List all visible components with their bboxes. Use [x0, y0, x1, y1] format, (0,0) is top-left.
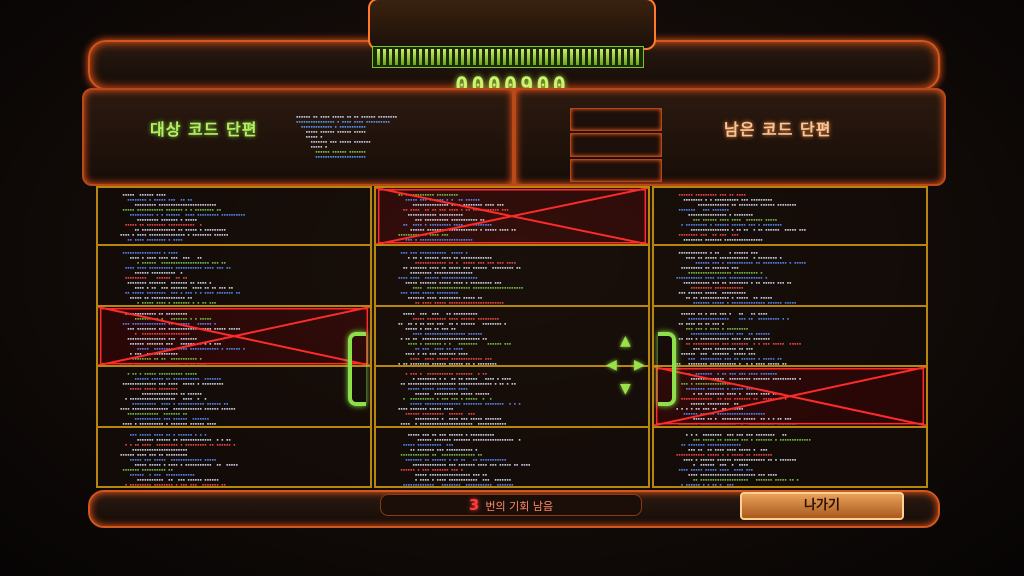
code-fragment-cell[interactable]: ▪▪▪▪▪ ▪▪▪ ▪▪ ▪▪▪ ▪▪▪▪▪▪ ▪ ▪▪▪▪▪▪▪▪▪▪ ▪▪▪…: [376, 428, 648, 488]
target-code-snippet: ▪▪▪▪▪▪ ▪▪ ▪▪▪▪ ▪▪▪▪▪ ▪▪ ▪▪ ▪▪▪▪▪▪ ▪▪▪▪▪▪…: [296, 114, 476, 159]
remaining-slot: [570, 159, 662, 182]
gauge-segment: [582, 49, 585, 65]
remaining-slot: [570, 108, 662, 131]
code-fragment-text: ▪▪▪▪▪ ▪▪▪▪▪▪ ▪▪▪▪ ▪▪▪▪▪▪▪▪ ▪ ▪▪▪▪▪ ▪▪▪ ▪…: [120, 192, 360, 246]
code-fragment-cell[interactable]: ▪ ▪ ▪ ▪▪▪▪▪▪▪▪ ▪▪▪ ▪▪▪ ▪▪▪ ▪▪▪▪▪▪▪▪ ▪▪ ▪…: [654, 428, 926, 488]
target-code-title: 대상 코드 단편: [150, 116, 257, 140]
code-fragment-cell[interactable]: ▪▪▪▪▪ ▪▪▪▪▪▪ ▪▪▪▪ ▪▪▪▪▪▪▪▪ ▪ ▪▪▪▪▪ ▪▪▪ ▪…: [98, 186, 370, 246]
gauge-segment: [588, 49, 591, 65]
gauge-segment: [515, 49, 518, 65]
code-fragment-text: ▪▪▪▪▪▪▪▪▪▪▪▪ ▪ ▪▪ ▪ ▪▪▪▪▪▪ ▪▪▪ ▪▪▪▪ ▪▪ ▪…: [676, 250, 916, 305]
gauge-segment: [491, 49, 494, 65]
gauge-segment: [612, 49, 615, 65]
code-fragment-text: ▪▪▪▪▪▪ ▪▪▪▪▪▪▪▪▪ ▪▪▪ ▪▪ ▪▪▪▪ ▪▪▪▪▪▪▪▪ ▪ …: [676, 192, 916, 246]
gauge-segment: [395, 49, 398, 65]
code-fragment-cell[interactable]: ▪▪▪ ▪▪▪▪▪ ▪▪▪▪ ▪▪ ▪ ▪▪▪▪▪▪ ▪ ▪ ▪ ▪▪▪▪▪▪▪…: [98, 428, 370, 488]
gauge-segment: [389, 49, 392, 65]
arrow-up-icon[interactable]: ▲: [620, 334, 631, 348]
arrow-right-icon[interactable]: ▶: [634, 358, 645, 372]
left-bracket: [348, 332, 366, 406]
code-fragment-cell[interactable]: ▪▪▪▪▪▪▪▪▪▪▪▪▪▪▪▪ ▪ ▪▪▪▪ ▪▪▪▪ ▪ ▪▪▪▪ ▪▪▪▪…: [98, 246, 370, 306]
top-frame-center: [368, 0, 656, 50]
gauge-segment: [431, 49, 434, 65]
gauge-segment: [437, 49, 440, 65]
arrow-left-icon[interactable]: ◀: [606, 358, 617, 372]
code-fragment-cell[interactable]: ▪▪ ▪▪▪▪▪▪▪▪▪▪▪▪ ▪▪▪▪▪▪▪▪▪ ▪▪▪▪▪ ▪▪▪ ▪ ▪▪…: [376, 186, 648, 246]
eliminated-x-mark: [376, 188, 648, 244]
code-fragment-cell[interactable]: ▪▪▪▪▪▪ ▪▪▪▪▪▪▪▪▪ ▪▪▪ ▪▪ ▪▪▪▪ ▪▪▪▪▪▪▪▪ ▪ …: [654, 186, 926, 246]
code-fragment-text: ▪ ▪▪▪ ▪ ▪▪▪▪▪▪▪▪▪▪▪ ▪▪▪▪▪▪▪ ▪ ▪▪ ▪ ▪▪▪▪▪…: [398, 371, 638, 426]
gauge-segment: [419, 49, 422, 65]
time-gauge: [372, 46, 644, 68]
gauge-segment: [551, 49, 554, 65]
code-fragment-text: ▪▪▪▪▪ ▪▪▪ ▪▪ ▪▪▪ ▪▪▪▪▪▪ ▪ ▪▪▪▪▪▪▪▪▪▪ ▪▪▪…: [398, 432, 638, 487]
gauge-segment: [557, 49, 560, 65]
eliminated-x-mark: [98, 307, 370, 365]
exit-button[interactable]: 나가기: [740, 492, 904, 520]
gauge-segment: [630, 49, 633, 65]
code-fragment-cell[interactable]: ▪ ▪▪▪ ▪ ▪▪▪▪▪▪▪▪▪▪▪ ▪▪▪▪▪▪▪ ▪ ▪▪ ▪ ▪▪▪▪▪…: [376, 367, 648, 427]
gauge-segment: [521, 49, 524, 65]
code-column: ▪▪▪▪▪▪ ▪▪▪▪▪▪▪▪▪ ▪▪▪ ▪▪ ▪▪▪▪ ▪▪▪▪▪▪▪▪ ▪ …: [652, 186, 928, 488]
gauge-segment: [509, 49, 512, 65]
gauge-segment: [563, 49, 566, 65]
gauge-segment: [485, 49, 488, 65]
code-grid: ▪▪▪▪▪ ▪▪▪▪▪▪ ▪▪▪▪ ▪▪▪▪▪▪▪▪ ▪ ▪▪▪▪▪ ▪▪▪ ▪…: [96, 186, 928, 488]
gauge-segment: [383, 49, 386, 65]
gauge-segment: [636, 49, 639, 65]
gauge-segment: [443, 49, 446, 65]
right-bracket: [658, 332, 676, 406]
gauge-segment: [606, 49, 609, 65]
code-fragment-cell[interactable]: ▪▪▪ ▪▪▪ ▪▪▪▪▪▪▪▪▪▪▪ ▪▪▪▪▪ ▪ ▪ ▪▪ ▪ ▪▪▪▪▪…: [376, 246, 648, 306]
gauge-segment: [576, 49, 579, 65]
gauge-segment: [503, 49, 506, 65]
code-fragment-cell[interactable]: ▪▪▪▪▪▪▪▪▪▪▪▪ ▪ ▪▪ ▪ ▪▪▪▪▪▪ ▪▪▪ ▪▪▪▪ ▪▪ ▪…: [654, 246, 926, 306]
code-fragment-text: ▪▪▪▪▪▪ ▪▪ ▪ ▪▪▪ ▪▪▪ ▪ ▪▪ ▪▪ ▪▪▪▪ ▪▪▪▪▪▪▪…: [676, 311, 916, 366]
code-fragment-cell[interactable]: ▪▪▪▪▪▪ ▪▪ ▪ ▪▪▪ ▪▪▪ ▪ ▪▪ ▪▪ ▪▪▪▪ ▪▪▪▪▪▪▪…: [654, 307, 926, 367]
chances-text: 번의 기회 남음: [485, 500, 553, 513]
code-fragment-cell[interactable]: ▪▪ ▪▪▪▪▪▪▪ ▪ ▪▪ ▪▪▪ ▪▪▪ ▪▪▪▪ ▪▪▪▪▪▪▪ ▪▪▪…: [654, 367, 926, 427]
code-fragment-text: ▪▪▪ ▪▪▪▪▪ ▪▪▪▪ ▪▪ ▪ ▪▪▪▪▪▪ ▪ ▪ ▪ ▪▪▪▪▪▪▪…: [120, 432, 360, 487]
gauge-segment: [449, 49, 452, 65]
eliminated-x-mark: [654, 367, 926, 425]
gauge-segment: [413, 49, 416, 65]
gauge-segment: [600, 49, 603, 65]
gauge-segment: [527, 49, 530, 65]
gauge-segment: [533, 49, 536, 65]
gauge-segment: [401, 49, 404, 65]
gauge-segment: [570, 49, 573, 65]
gauge-segment: [455, 49, 458, 65]
gauge-segment: [624, 49, 627, 65]
code-fragment-text: ▪ ▪ ▪ ▪▪▪▪▪▪▪▪ ▪▪▪ ▪▪▪ ▪▪▪ ▪▪▪▪▪▪▪▪ ▪▪ ▪…: [676, 432, 916, 487]
code-fragment-cell[interactable]: ▪ ▪▪ ▪ ▪▪▪▪▪ ▪▪▪▪▪▪▪▪▪▪ ▪▪▪▪▪ ▪▪▪▪▪▪ ▪▪▪…: [98, 367, 370, 427]
gauge-segment: [497, 49, 500, 65]
gauge-segment: [377, 49, 380, 65]
gauge-segment: [618, 49, 621, 65]
code-column: ▪▪▪▪▪ ▪▪▪▪▪▪ ▪▪▪▪ ▪▪▪▪▪▪▪▪ ▪ ▪▪▪▪▪ ▪▪▪ ▪…: [96, 186, 372, 488]
code-fragment-cell[interactable]: ▪▪▪▪▪▪▪▪▪▪▪▪▪ ▪▪ ▪▪▪▪▪▪▪▪▪ ▪▪▪▪▪▪▪▪▪▪ ▪ …: [98, 307, 370, 367]
gauge-segment: [539, 49, 542, 65]
gauge-segment: [467, 49, 470, 65]
chances-remaining: 3 번의 기회 남음: [380, 494, 642, 516]
code-fragment-text: ▪▪▪▪▪ ▪▪▪ ▪▪▪ ▪▪ ▪▪▪▪▪▪▪▪▪▪ ▪▪▪▪▪ ▪▪▪▪▪▪…: [398, 311, 638, 366]
gauge-segment: [425, 49, 428, 65]
code-fragment-text: ▪▪▪ ▪▪▪ ▪▪▪▪▪▪▪▪▪▪▪ ▪▪▪▪▪ ▪ ▪ ▪▪ ▪ ▪▪▪▪▪…: [398, 250, 638, 305]
arrow-down-icon[interactable]: ▼: [620, 382, 631, 396]
remaining-code-title: 남은 코드 단편: [724, 116, 831, 140]
chances-number: 3: [469, 496, 479, 514]
remaining-code-slots: [570, 108, 662, 182]
remaining-slot: [570, 133, 662, 156]
gauge-segment: [479, 49, 482, 65]
gauge-segment: [473, 49, 476, 65]
code-column: ▪▪ ▪▪▪▪▪▪▪▪▪▪▪▪ ▪▪▪▪▪▪▪▪▪ ▪▪▪▪▪ ▪▪▪ ▪ ▪▪…: [374, 186, 650, 488]
gauge-segment: [594, 49, 597, 65]
gauge-segment: [461, 49, 464, 65]
gauge-segment: [407, 49, 410, 65]
code-fragment-text: ▪ ▪▪ ▪ ▪▪▪▪▪ ▪▪▪▪▪▪▪▪▪▪ ▪▪▪▪▪ ▪▪▪▪▪▪ ▪▪▪…: [120, 371, 360, 426]
code-fragment-text: ▪▪▪▪▪▪▪▪▪▪▪▪▪▪▪▪ ▪ ▪▪▪▪ ▪▪▪▪ ▪ ▪▪▪▪ ▪▪▪▪…: [120, 250, 360, 305]
gauge-segment: [545, 49, 548, 65]
